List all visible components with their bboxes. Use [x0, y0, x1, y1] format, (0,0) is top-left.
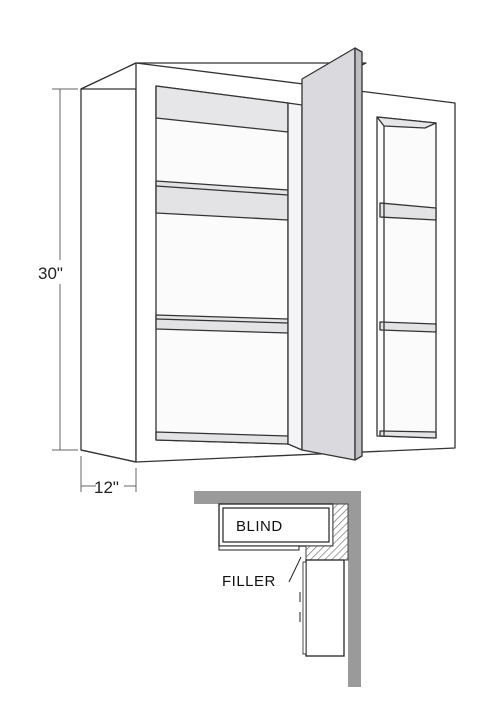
plan-wall-right	[348, 491, 361, 687]
plan-view	[194, 491, 361, 687]
plan-blind-cabinet	[218, 503, 334, 547]
cabinet-bottom-edge	[80, 449, 137, 463]
cabinet-elevation	[80, 47, 456, 463]
right-opening	[376, 116, 437, 439]
left-shelf-1-edge	[155, 185, 289, 196]
depth-label: 12"	[94, 478, 119, 497]
right-shelf-1	[379, 202, 437, 221]
height-label: 30"	[38, 264, 63, 283]
height-label-background	[36, 260, 76, 284]
plan-adjacent-cabinet	[305, 559, 345, 657]
plan-wall-top	[194, 491, 361, 504]
plan-blind-door	[218, 545, 300, 551]
cabinet-left-side	[80, 62, 137, 463]
open-door-edge	[354, 47, 363, 461]
right-shelf-2	[379, 321, 437, 333]
right-opening-top-shade	[376, 116, 437, 129]
plan-adjacent-door	[302, 561, 307, 655]
filler-label: FILLER	[222, 573, 276, 590]
right-shelf-bottom	[379, 430, 437, 439]
open-door	[301, 47, 356, 461]
left-opening	[155, 85, 289, 445]
center-stile	[287, 102, 303, 451]
blind-label: BLIND	[236, 518, 283, 535]
filler-leader-line	[288, 556, 302, 583]
left-shelf-2-edge	[155, 318, 289, 324]
plan-blind-cabinet-inner	[222, 507, 330, 543]
